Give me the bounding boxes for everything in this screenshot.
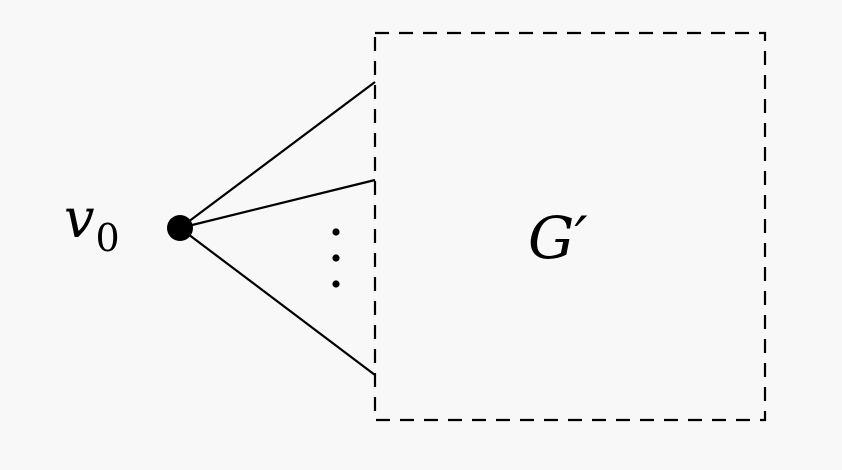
vertical-ellipsis bbox=[332, 228, 340, 288]
subgraph-label: G′ bbox=[528, 204, 588, 272]
vertex-label: v0 bbox=[64, 187, 120, 260]
subgraph-dashed-box bbox=[373, 31, 767, 422]
edge-top bbox=[179, 81, 376, 229]
vertex-v0 bbox=[167, 215, 193, 241]
vertex-label-main: v bbox=[64, 187, 95, 250]
vertex-label-subscript: 0 bbox=[96, 216, 120, 260]
ellipsis-dot bbox=[332, 228, 340, 236]
ellipsis-dot bbox=[332, 280, 340, 288]
edge-middle bbox=[179, 178, 376, 230]
edge-bottom bbox=[179, 227, 376, 376]
ellipsis-dot bbox=[332, 254, 340, 262]
